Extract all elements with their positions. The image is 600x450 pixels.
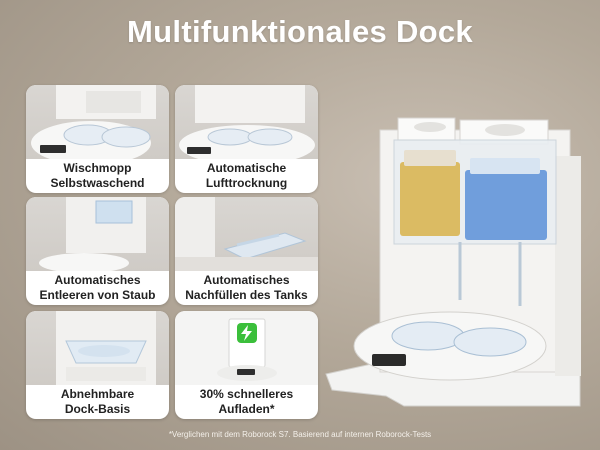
footnote: *Verglichen mit dem Roborock S7. Basiere… bbox=[168, 430, 432, 439]
feature-title-line1: Wischmopp bbox=[63, 161, 132, 175]
feature-title-line1: Automatische bbox=[206, 161, 287, 175]
mop-washing-illustration bbox=[26, 85, 169, 159]
feature-title-line1: 30% schnelleres bbox=[199, 387, 294, 401]
feature-card-air-drying: Automatische Lufttrocknung bbox=[175, 85, 318, 193]
tank-refill-illustration bbox=[175, 197, 318, 271]
feature-card-removable-base: Abnehmbare Dock-Basis bbox=[26, 311, 169, 419]
feature-title-line2: Entleeren von Staub bbox=[39, 288, 156, 302]
feature-caption: 30% schnelleres Aufladen* bbox=[175, 385, 318, 419]
fast-charging-illustration bbox=[175, 311, 318, 385]
feature-title-line1: Abnehmbare bbox=[60, 387, 135, 401]
feature-card-mop-washing: Wischmopp Selbstwaschend bbox=[26, 85, 169, 193]
clean-water-tank bbox=[465, 170, 547, 240]
feature-caption: Automatische Lufttrocknung bbox=[175, 159, 318, 193]
removable-base-illustration bbox=[26, 311, 169, 385]
air-drying-illustration bbox=[175, 85, 318, 159]
page-title: Multifunktionales Dock bbox=[127, 14, 473, 49]
dock-product-image bbox=[320, 110, 600, 410]
feature-title-line2: Selbstwaschend bbox=[50, 176, 145, 190]
dust-emptying-illustration bbox=[26, 197, 169, 271]
feature-title-line2: Dock-Basis bbox=[64, 402, 131, 416]
feature-caption: Automatisches Nachfüllen des Tanks bbox=[175, 271, 318, 305]
charging-battery-icon bbox=[237, 323, 257, 343]
dirty-water-tank bbox=[400, 162, 460, 236]
feature-card-tank-refill: Automatisches Nachfüllen des Tanks bbox=[175, 197, 318, 305]
feature-card-dust-emptying: Automatisches Entleeren von Staub bbox=[26, 197, 169, 305]
feature-card-fast-charging: 30% schnelleres Aufladen* bbox=[175, 311, 318, 419]
feature-title-line1: Automatisches bbox=[54, 273, 141, 287]
feature-caption: Abnehmbare Dock-Basis bbox=[26, 385, 169, 419]
feature-title-line2: Aufladen* bbox=[218, 402, 275, 416]
feature-title-line2: Lufttrocknung bbox=[205, 176, 288, 190]
feature-caption: Wischmopp Selbstwaschend bbox=[26, 159, 169, 193]
feature-caption: Automatisches Entleeren von Staub bbox=[26, 271, 169, 305]
feature-title-line2: Nachfüllen des Tanks bbox=[185, 288, 308, 302]
feature-title-line1: Automatisches bbox=[203, 273, 290, 287]
